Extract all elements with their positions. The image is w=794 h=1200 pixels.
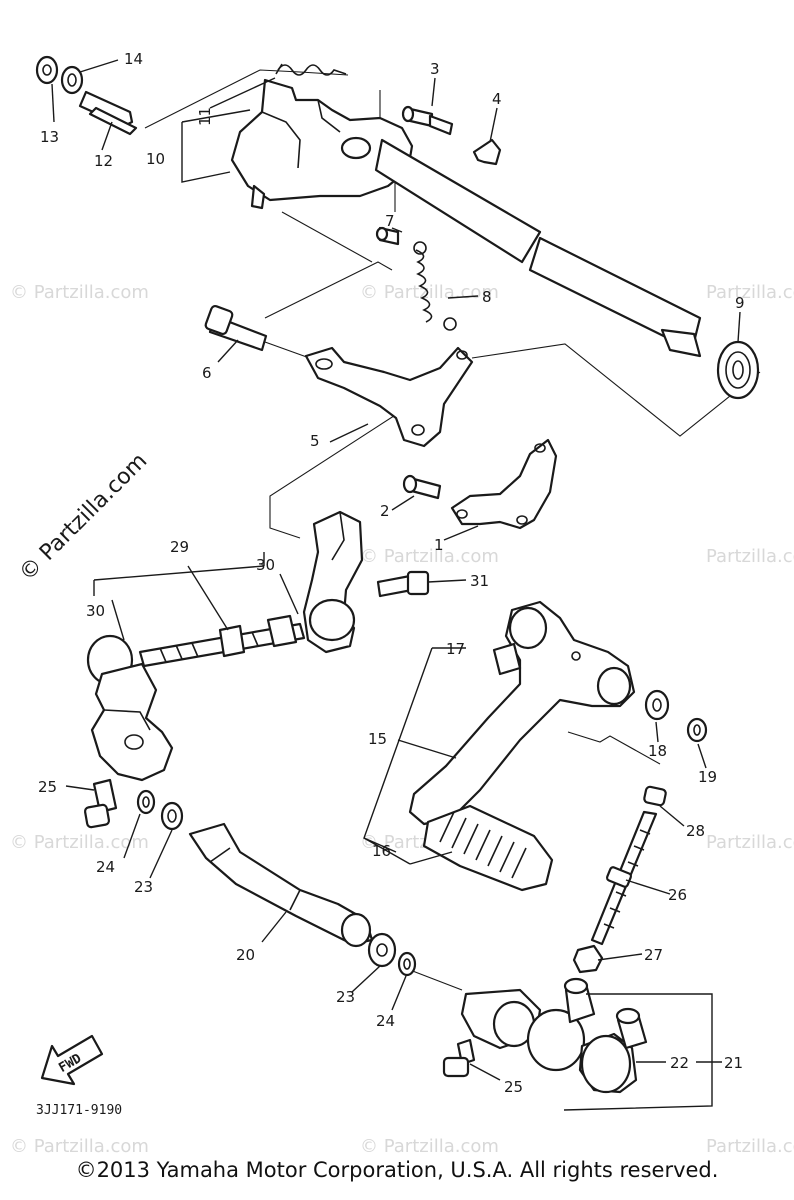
part-14-washer xyxy=(60,65,84,95)
watermark: Partzilla.com xyxy=(706,546,794,567)
part-31-bolt xyxy=(376,570,430,598)
part-19-clip xyxy=(686,717,708,743)
callout-17: 17 xyxy=(446,640,465,658)
callout-20: 20 xyxy=(236,946,255,964)
callouts: 1 2 3 4 5 6 7 8 9 10 11 12 13 14 15 16 1… xyxy=(38,50,745,1096)
copyright-notice: ©2013 Yamaha Motor Corporation, U.S.A. A… xyxy=(75,1158,719,1182)
callout-13: 13 xyxy=(40,128,59,146)
part-17-pivot xyxy=(492,642,522,676)
callout-19: 19 xyxy=(698,768,717,786)
callout-9: 9 xyxy=(735,294,745,312)
callout-16: 16 xyxy=(372,842,391,860)
callout-26: 26 xyxy=(668,886,687,904)
part-25-bolt-upper xyxy=(83,778,118,829)
part-27-nut xyxy=(572,944,604,974)
watermark-diagonal: © Partzilla.com xyxy=(15,449,153,587)
part-7-bolt xyxy=(375,226,400,246)
callout-12: 12 xyxy=(94,152,113,170)
part-16-footrest-rubber xyxy=(422,804,554,892)
callout-2: 2 xyxy=(380,502,390,520)
part-29-shift-rod xyxy=(138,614,306,668)
part-23-washer-upper xyxy=(160,801,184,831)
part-3-bolt xyxy=(401,105,454,136)
part-1-bracket xyxy=(450,438,558,530)
part-11-spring xyxy=(275,63,347,76)
part-23-washer-lower xyxy=(367,932,397,968)
part-15-pedal xyxy=(408,600,636,826)
callout-23: 23 xyxy=(134,878,153,896)
callout-4: 4 xyxy=(492,90,502,108)
part-21-joint-assembly xyxy=(460,977,596,1072)
part-2-bolt xyxy=(402,474,442,500)
callout-24: 24 xyxy=(96,858,115,876)
assembly-lines xyxy=(144,69,761,991)
callout-15: 15 xyxy=(368,730,387,748)
part-24-circlip-lower xyxy=(397,951,417,977)
upper-shift-arm xyxy=(302,510,364,654)
callout-31: 31 xyxy=(470,572,489,590)
watermark: © Partzilla.com xyxy=(360,282,499,303)
callout-30-right: 30 xyxy=(256,556,275,574)
part-5-lever xyxy=(304,346,474,448)
callout-30-left: 30 xyxy=(86,602,105,620)
callout-10: 10 xyxy=(146,150,165,168)
part-22-joint xyxy=(578,1007,648,1094)
part-6-bolt xyxy=(204,304,268,352)
callout-6: 6 xyxy=(202,364,212,382)
callout-14: 14 xyxy=(124,50,143,68)
callout-11: 11 xyxy=(196,107,214,126)
part-24-circlip-upper xyxy=(136,789,156,815)
part-25-bolt-lower xyxy=(442,1038,476,1078)
callout-28: 28 xyxy=(686,822,705,840)
watermark: Partzilla.com xyxy=(706,1136,794,1157)
callout-25: 25 xyxy=(38,778,57,796)
fwd-arrow-icon: FWD xyxy=(40,1034,104,1086)
callout-18: 18 xyxy=(648,742,667,760)
part-13-washer xyxy=(35,55,59,85)
leader-lines xyxy=(51,59,741,1111)
watermark: © Partzilla.com xyxy=(10,832,149,853)
diagram-code: 3JJ171-9190 xyxy=(36,1103,122,1118)
watermark: © Partzilla.com xyxy=(10,282,149,303)
part-18-washer xyxy=(644,689,670,721)
callout-3: 3 xyxy=(430,60,440,78)
watermark: © Partzilla.com xyxy=(10,1136,149,1157)
watermark: Partzilla.com xyxy=(706,282,794,303)
watermark: © Partzilla.com xyxy=(360,546,499,567)
callout-1: 1 xyxy=(434,536,444,554)
callout-24-lower: 24 xyxy=(376,1012,395,1030)
part-4-clip xyxy=(472,138,502,166)
part-10-shift-arm xyxy=(230,78,414,210)
callout-27: 27 xyxy=(644,946,663,964)
callout-25-lower: 25 xyxy=(504,1078,523,1096)
callout-29: 29 xyxy=(170,538,189,556)
part-20-shaft xyxy=(188,822,374,948)
callout-5: 5 xyxy=(310,432,320,450)
part-8-spring xyxy=(413,241,457,331)
part-12-pin xyxy=(78,90,138,136)
callout-22: 22 xyxy=(670,1054,689,1072)
callout-7: 7 xyxy=(385,212,395,230)
part-26-adjuster-bolt xyxy=(590,810,658,946)
part-9-shift-shaft xyxy=(374,138,760,400)
callout-23-lower: 23 xyxy=(336,988,355,1006)
callout-21: 21 xyxy=(724,1054,743,1072)
lower-shift-arm xyxy=(86,634,174,782)
callout-8: 8 xyxy=(482,288,492,306)
watermark: © Partzilla.com xyxy=(360,1136,499,1157)
watermark: Partzilla.com xyxy=(706,832,794,853)
part-28-bushing xyxy=(643,785,667,807)
